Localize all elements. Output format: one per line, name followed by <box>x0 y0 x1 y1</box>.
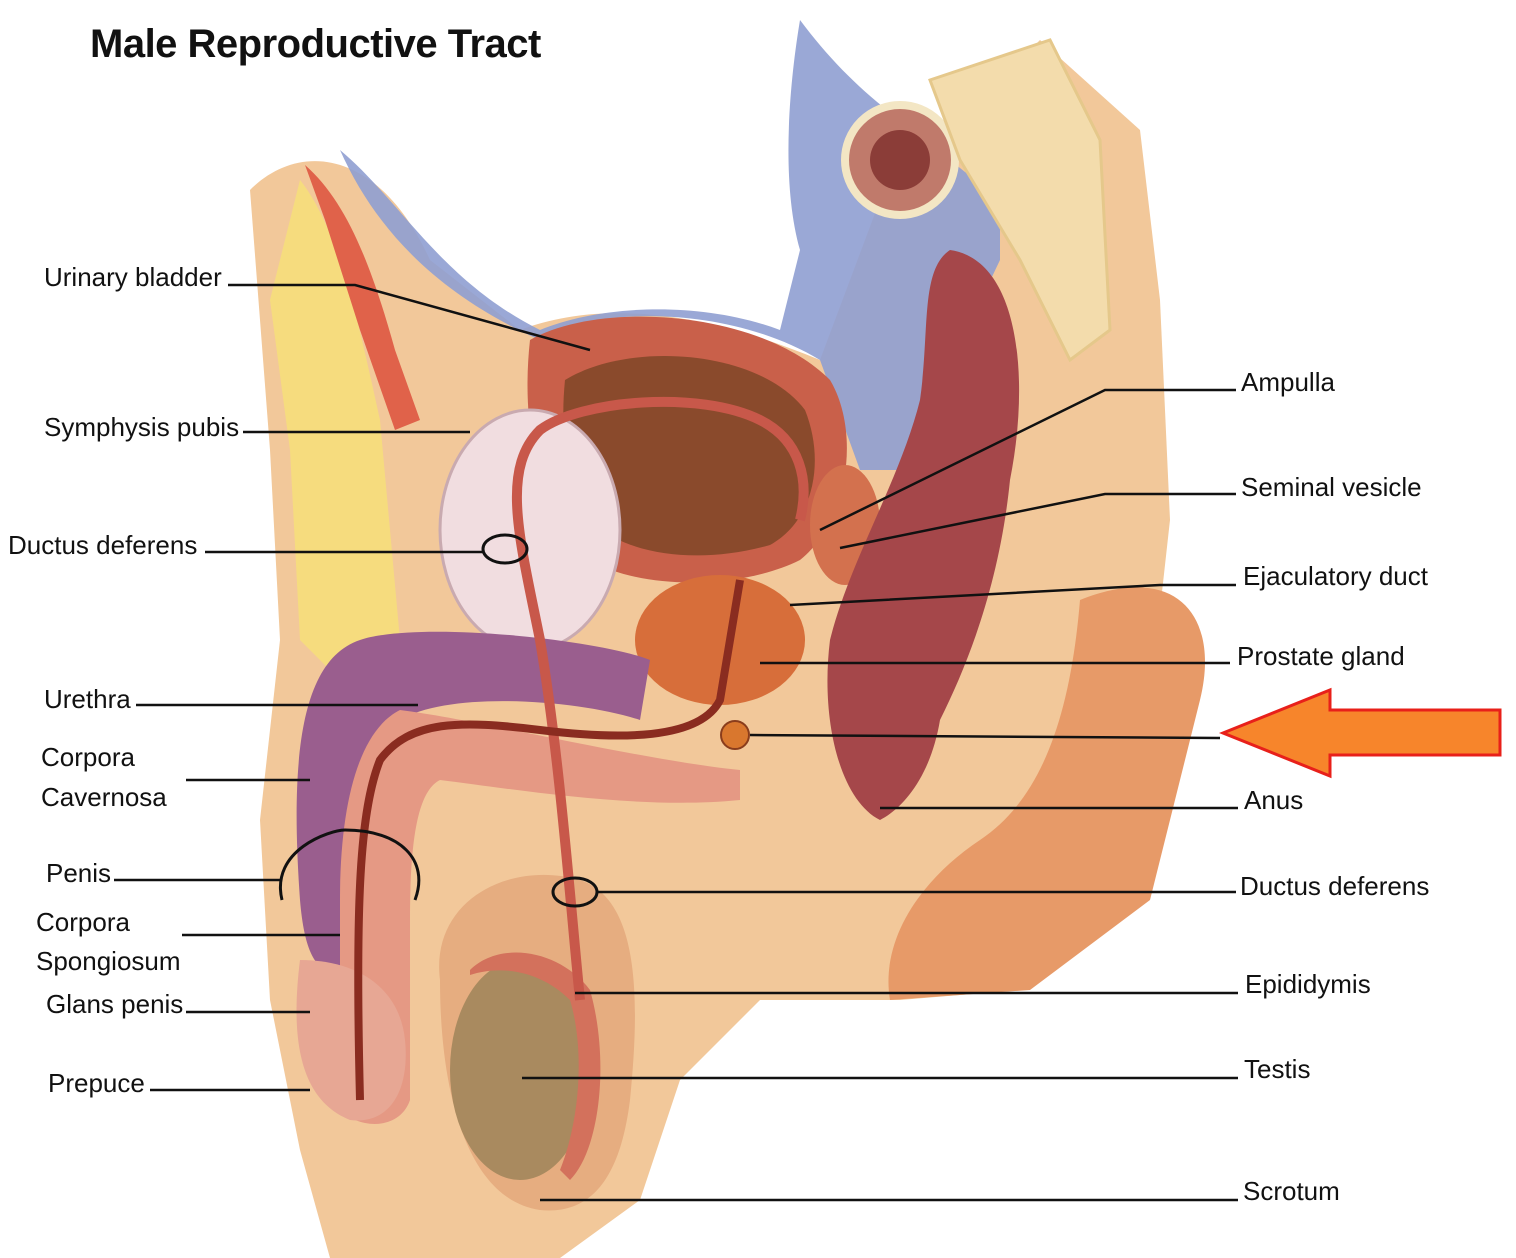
label-ductus-deferens-lower: Ductus deferens <box>1240 873 1429 899</box>
label-ductus-deferens-upper: Ductus deferens <box>8 532 197 558</box>
label-ejaculatory-duct: Ejaculatory duct <box>1243 563 1428 589</box>
label-corpora-spongiosum-line2: Spongiosum <box>36 948 181 974</box>
colon-lumen <box>870 130 930 190</box>
label-corpora-cavernosa-line2: Cavernosa <box>41 784 167 810</box>
label-anus: Anus <box>1244 787 1303 813</box>
label-ampulla: Ampulla <box>1241 369 1335 395</box>
label-urethra: Urethra <box>44 686 131 712</box>
label-corpora-spongiosum-line1: Corpora <box>36 909 130 935</box>
diagram-title: Male Reproductive Tract <box>90 22 541 67</box>
bulbourethral-gland <box>721 721 749 749</box>
label-seminal-vesicle: Seminal vesicle <box>1241 474 1422 500</box>
label-epididymis: Epididymis <box>1245 971 1371 997</box>
label-scrotum: Scrotum <box>1243 1178 1340 1204</box>
label-prepuce: Prepuce <box>48 1070 145 1096</box>
label-urinary-bladder: Urinary bladder <box>44 264 222 290</box>
label-penis: Penis <box>46 860 111 886</box>
label-testis: Testis <box>1244 1056 1310 1082</box>
pointer-arrow-icon <box>1223 690 1500 776</box>
label-symphysis-pubis: Symphysis pubis <box>44 414 239 440</box>
label-glans-penis: Glans penis <box>46 991 183 1017</box>
label-corpora-cavernosa-line1: Corpora <box>41 744 135 770</box>
label-prostate-gland: Prostate gland <box>1237 643 1405 669</box>
